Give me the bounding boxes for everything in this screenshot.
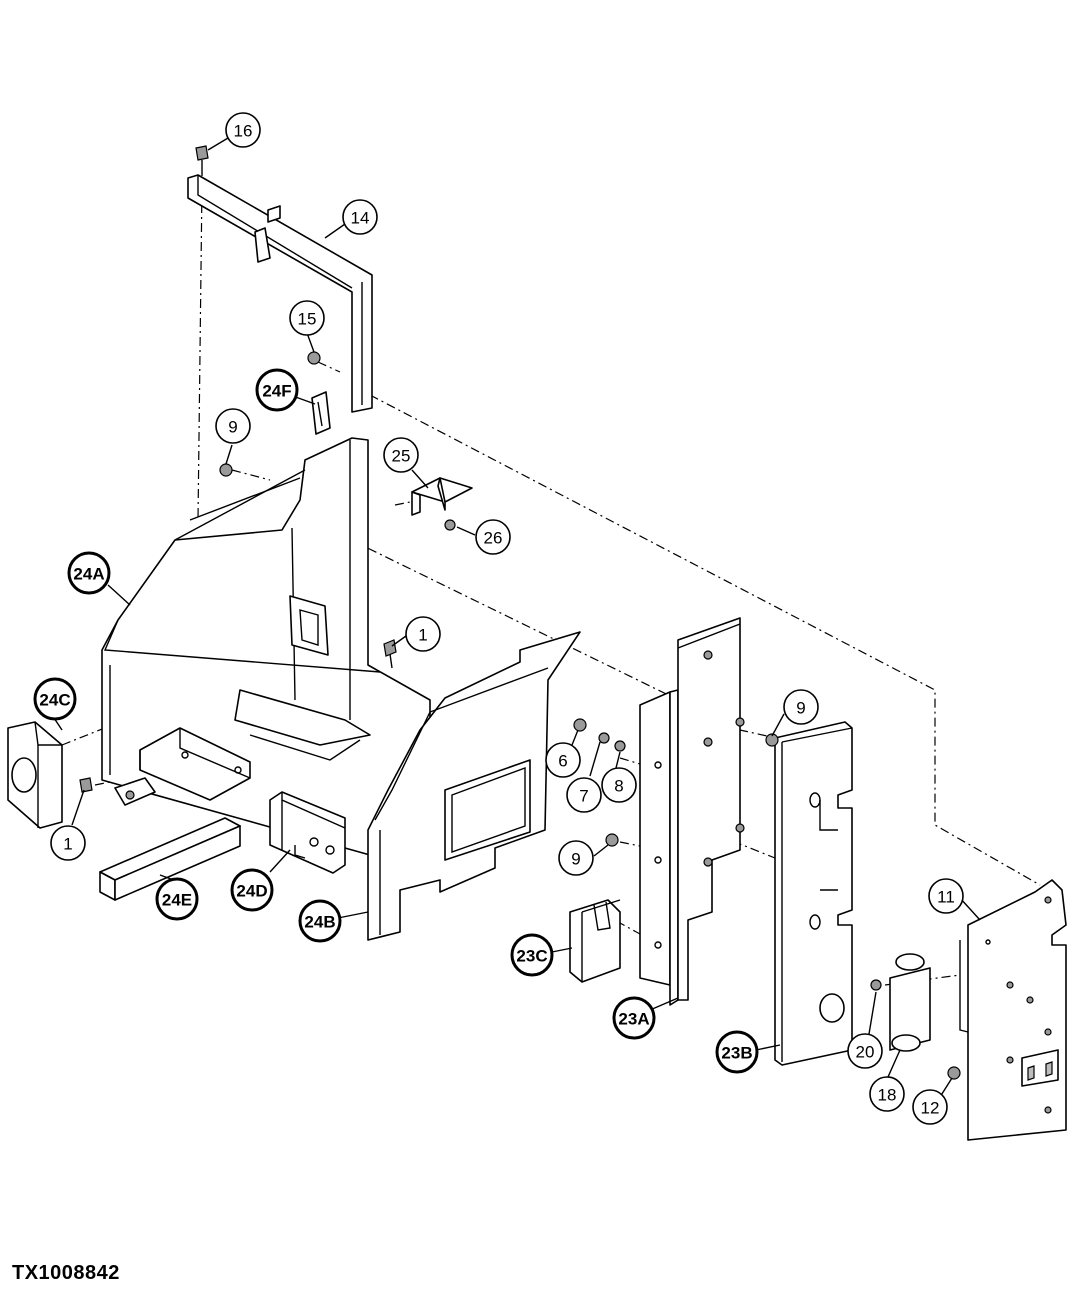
callout-1: 1 [50,825,86,861]
callout-label: 12 [921,1099,940,1118]
callout-circle [475,519,511,555]
callout-24a: 24A [67,551,111,595]
callout-24f: 24F [255,368,299,412]
callout-label: 24A [73,565,104,584]
callout-label: 1 [63,835,72,854]
callout-label: 16 [234,122,253,141]
part-20-18-clamp [870,953,931,1052]
callout-circle [50,825,86,861]
callout-circle [298,899,342,943]
part-24e-bar [99,817,241,901]
callout-label: 8 [614,777,623,796]
callout-label: 7 [579,787,588,806]
part-23a-plate [639,617,745,1006]
callout-9: 9 [783,689,819,725]
callout-circle [545,742,581,778]
callout-label: 9 [571,850,580,869]
callout-label: 24B [304,913,335,932]
callout-23b: 23B [715,1030,759,1074]
callout-circle [783,689,819,725]
callout-label: 25 [392,447,411,466]
callout-23c: 23C [510,933,554,977]
callout-1: 1 [405,616,441,652]
callout-9: 9 [215,408,251,444]
callout-label: 23C [516,947,547,966]
callout-label: 23B [721,1044,752,1063]
callout-23a: 23A [612,996,656,1040]
part-24c-plate [7,721,63,829]
callout-9: 9 [558,840,594,876]
callout-circle [847,1033,883,1069]
part-23b-panel [774,721,853,1066]
callout-18: 18 [869,1076,905,1112]
callout-26: 26 [475,519,511,555]
callout-24d: 24D [230,868,274,912]
callout-12: 12 [912,1089,948,1125]
callout-circle [342,199,378,235]
callout-label: 18 [878,1086,897,1105]
callout-label: 24C [39,691,70,710]
callout-label: 24F [262,382,291,401]
callout-11: 11 [928,878,964,914]
callout-circle [601,767,637,803]
part-25-bracket [411,477,473,516]
callout-group: 16141524F9252624A124C16789924D24E24B23C2… [33,112,964,1125]
callout-24b: 24B [298,899,342,943]
callout-20: 20 [847,1033,883,1069]
callout-circle [869,1076,905,1112]
callout-15: 15 [289,300,325,336]
callout-label: 23A [618,1010,649,1029]
callout-label: 15 [298,310,317,329]
callout-circle [67,551,111,595]
callout-24c: 24C [33,677,77,721]
part-24f-bracket [311,391,331,435]
callout-circle [912,1089,948,1125]
callout-label: 9 [228,418,237,437]
callout-circle [928,878,964,914]
callout-circle [225,112,261,148]
part-11-right-panel [959,879,1067,1141]
callout-6: 6 [545,742,581,778]
callout-circle [289,300,325,336]
part-14-upper-frame [187,174,373,413]
callout-label: 14 [351,209,370,228]
callout-circle [215,408,251,444]
callout-8: 8 [601,767,637,803]
callout-24e: 24E [155,877,199,921]
callout-circle [612,996,656,1040]
callout-label: 26 [484,529,503,548]
callout-label: 20 [856,1043,875,1062]
callout-circle [566,777,602,813]
callout-label: 24E [162,891,192,910]
figure-id: TX1008842 [12,1262,120,1284]
callout-circle [558,840,594,876]
callout-25: 25 [383,437,419,473]
part-24d-block [269,791,346,874]
callout-label: 24D [236,882,267,901]
callout-circle [255,368,299,412]
callout-circle [33,677,77,721]
callout-circle [155,877,199,921]
callout-label: 11 [937,888,955,907]
callout-circle [715,1030,759,1074]
callout-label: 1 [418,626,427,645]
mount-bracket [114,727,251,806]
callout-circle [230,868,274,912]
hardware [79,145,961,1080]
callout-circle [383,437,419,473]
part-24b-front-panel [367,631,581,941]
part-23c-block [569,899,621,983]
callout-16: 16 [225,112,261,148]
callout-7: 7 [566,777,602,813]
callout-label: 6 [558,752,567,771]
callout-label: 9 [796,699,805,718]
callout-circle [510,933,554,977]
callout-14: 14 [342,199,378,235]
callout-circle [405,616,441,652]
